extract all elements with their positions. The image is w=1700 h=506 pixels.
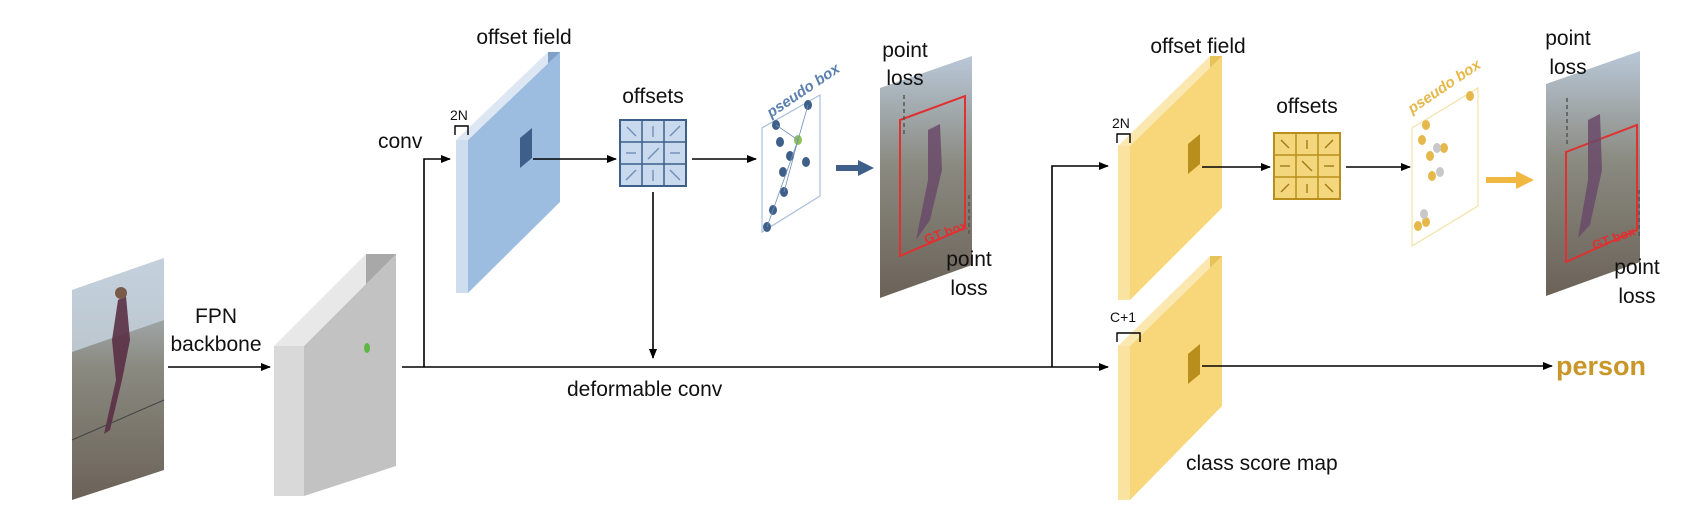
offset-field-label-yellow: offset field [1150,35,1245,58]
deformable-conv-label: deformable conv [567,378,723,401]
arrow-to-offset-field-yellow [1051,162,1109,367]
pseudo-box-label-blue: pseudo box [763,60,844,122]
point-label-blue-top: point [882,39,928,62]
result-image-blue: GT box [880,56,972,298]
channels-2n-yellow: 2N [1112,115,1130,131]
input-image [71,258,165,500]
offset-field-blue [456,52,560,293]
result-image-yellow: GT box [1546,51,1640,296]
loss-label-yellow-bottom: loss [1618,285,1655,308]
thick-arrow-yellow [1486,171,1534,189]
class-score-map-label: class score map [1186,452,1338,475]
feature-map [274,254,396,496]
arrow-conv [423,155,451,367]
channels-2n-blue: 2N [450,107,468,123]
sample-cell-class [1188,344,1200,384]
point-label-yellow-bottom: point [1614,256,1660,279]
pseudo-box-blue: pseudo box [761,60,844,234]
offsets-label-blue: offsets [622,85,683,108]
feature-point [364,343,370,353]
thick-arrow-blue [836,160,874,176]
fpn-label-line1: FPN [195,305,237,328]
gt-box-yellow [1565,123,1638,264]
loss-label-blue-bottom: loss [950,277,987,300]
channels-c1: C+1 [1110,309,1136,325]
loss-label-yellow-top: loss [1549,56,1586,79]
sample-cell-yellow [1188,134,1200,174]
offset-field-yellow [1118,56,1222,300]
point-label-yellow-top: point [1545,27,1591,50]
conv-label: conv [378,130,423,153]
gt-box-blue [899,94,966,258]
class-output: person [1556,351,1646,381]
offset-field-label-blue: offset field [476,26,571,49]
offsets-label-yellow: offsets [1276,95,1337,118]
offsets-grid-blue [619,119,687,187]
class-score-map [1118,256,1222,500]
pseudo-box-yellow: pseudo box [1404,56,1485,248]
loss-label-blue-top: loss [886,67,923,90]
point-label-blue-bottom: point [946,248,992,271]
offsets-grid-yellow [1273,132,1341,200]
sample-cell-blue [520,128,532,168]
fpn-label-line2: backbone [170,333,261,356]
